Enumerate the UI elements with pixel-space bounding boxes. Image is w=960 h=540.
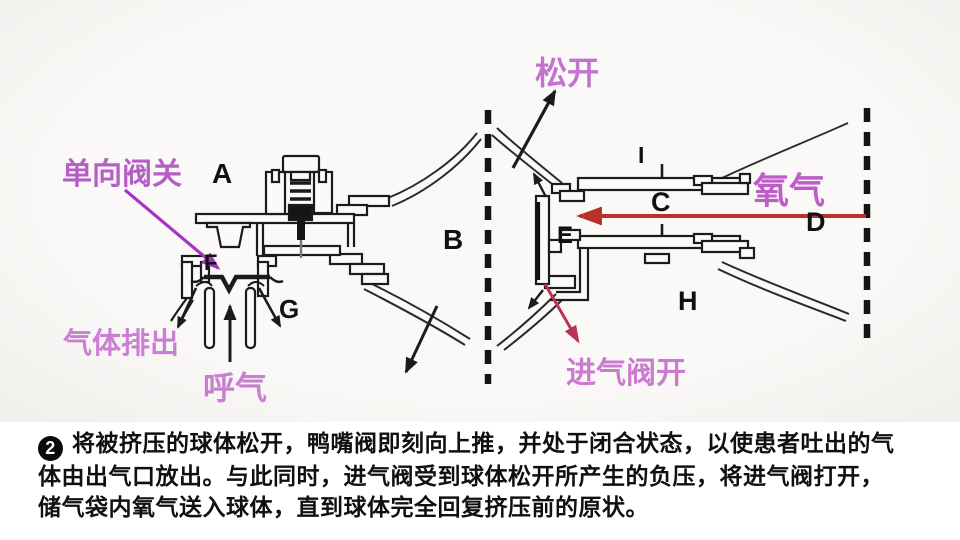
patient-valve-assembly bbox=[170, 154, 391, 350]
gas-out-right-arrow bbox=[257, 287, 282, 328]
dashed-boundaries bbox=[484, 108, 871, 384]
annotation-labels: 单向阀关 松开 氧气 气体排出 呼气 进气阀开 bbox=[62, 55, 825, 406]
label-one-way-valve-closed: 单向阀关 bbox=[62, 158, 182, 191]
intake-open-pointer-arrow bbox=[543, 283, 580, 344]
label-exhale: 呼气 bbox=[203, 370, 267, 406]
intake-valve-assembly bbox=[534, 164, 756, 302]
diagram-canvas: A B C D E F G H I 单向阀关 松开 氧气 气体排出 呼气 进气阀… bbox=[62, 55, 871, 406]
release-arrow bbox=[511, 89, 557, 169]
label-oxygen: 氧气 bbox=[753, 170, 825, 211]
label-release: 松开 bbox=[535, 55, 599, 91]
step-number-badge: 2 bbox=[38, 436, 63, 461]
gas-out-left-arrow bbox=[176, 287, 198, 329]
part-letter-i: I bbox=[638, 142, 644, 168]
part-letter-d: D bbox=[806, 207, 826, 237]
bvm-release-diagram: A B C D E F G H I 单向阀关 松开 氧气 气体排出 呼气 进气阀… bbox=[0, 0, 960, 422]
part-letter-g: G bbox=[279, 294, 299, 324]
flap-up-arrow bbox=[532, 172, 548, 198]
one-way-valve-pointer-arrow bbox=[123, 188, 221, 270]
caption-line-3: 储气袋内氧气送入球体，直到球体完全回复挤压前的原状。 bbox=[38, 495, 649, 520]
bag-expand-arrow bbox=[404, 305, 439, 374]
part-letter-b: B bbox=[443, 224, 463, 255]
bag-wall-curves bbox=[363, 122, 850, 351]
part-letter-a: A bbox=[212, 158, 232, 189]
caption-line-1-text: 将被挤压的球体松开，鸭嘴阀即刻向上推，并处于闭合状态，以使患者吐出的气 bbox=[72, 431, 895, 456]
caption-line-1: 2 将被挤压的球体松开，鸭嘴阀即刻向上推，并处于闭合状态，以使患者吐出的气 bbox=[38, 428, 940, 461]
caption-text-block: 2 将被挤压的球体松开，鸭嘴阀即刻向上推，并处于闭合状态，以使患者吐出的气 体由出… bbox=[0, 422, 960, 540]
part-letter-e: E bbox=[557, 222, 573, 249]
arrows bbox=[123, 89, 866, 374]
part-letter-h: H bbox=[678, 286, 698, 316]
part-letters: A B C D E F G H I bbox=[204, 142, 826, 324]
caption-line-2: 体由出气口放出。与此同时，进气阀受到球体松开所产生的负压，将进气阀打开， bbox=[38, 464, 884, 489]
label-intake-valve-open: 进气阀开 bbox=[566, 357, 686, 390]
part-letter-f: F bbox=[204, 250, 217, 275]
part-letter-c: C bbox=[651, 187, 671, 217]
step-number: 2 bbox=[45, 438, 56, 458]
flap-down-arrow bbox=[527, 289, 544, 310]
label-gas-out: 气体排出 bbox=[62, 327, 179, 360]
